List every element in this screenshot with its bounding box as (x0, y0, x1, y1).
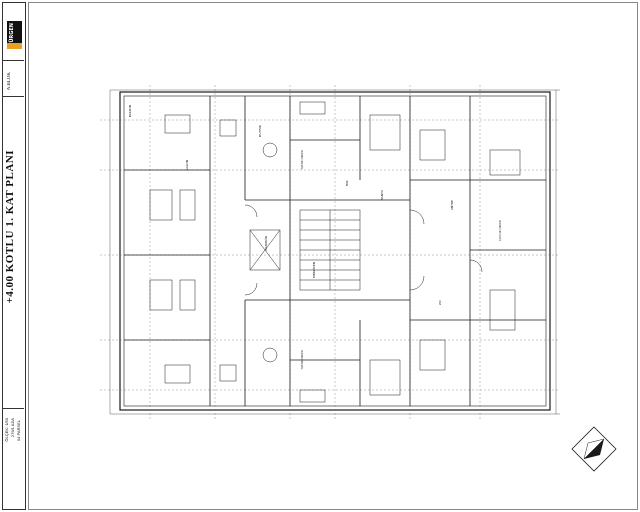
room-label: WC (438, 300, 442, 306)
room-label: SALON (185, 160, 189, 171)
title-divider (2, 96, 24, 97)
room-label: YATAK ODASI (300, 150, 304, 170)
room-label: ÇOCUK ODASI (498, 220, 502, 242)
title-divider (2, 408, 24, 409)
room-label: HOL (345, 180, 349, 187)
logo-accent (7, 43, 22, 49)
room-label: ASANSÖR (264, 236, 268, 251)
title-divider (2, 60, 24, 61)
drawing-frame (28, 2, 638, 510)
room-label: BANYO (380, 190, 384, 201)
north-arrow-icon (571, 426, 617, 472)
company-logo: ÜRGEN (7, 21, 22, 49)
room-label: MERDİVEN (312, 262, 316, 278)
room-label: ANTRE (450, 200, 454, 211)
room-label: YATAK ODASI (300, 350, 304, 370)
room-label: MUTFAK (258, 125, 262, 138)
room-label: BALKON (128, 105, 132, 118)
title-block: ÜRGEN (2, 2, 26, 510)
